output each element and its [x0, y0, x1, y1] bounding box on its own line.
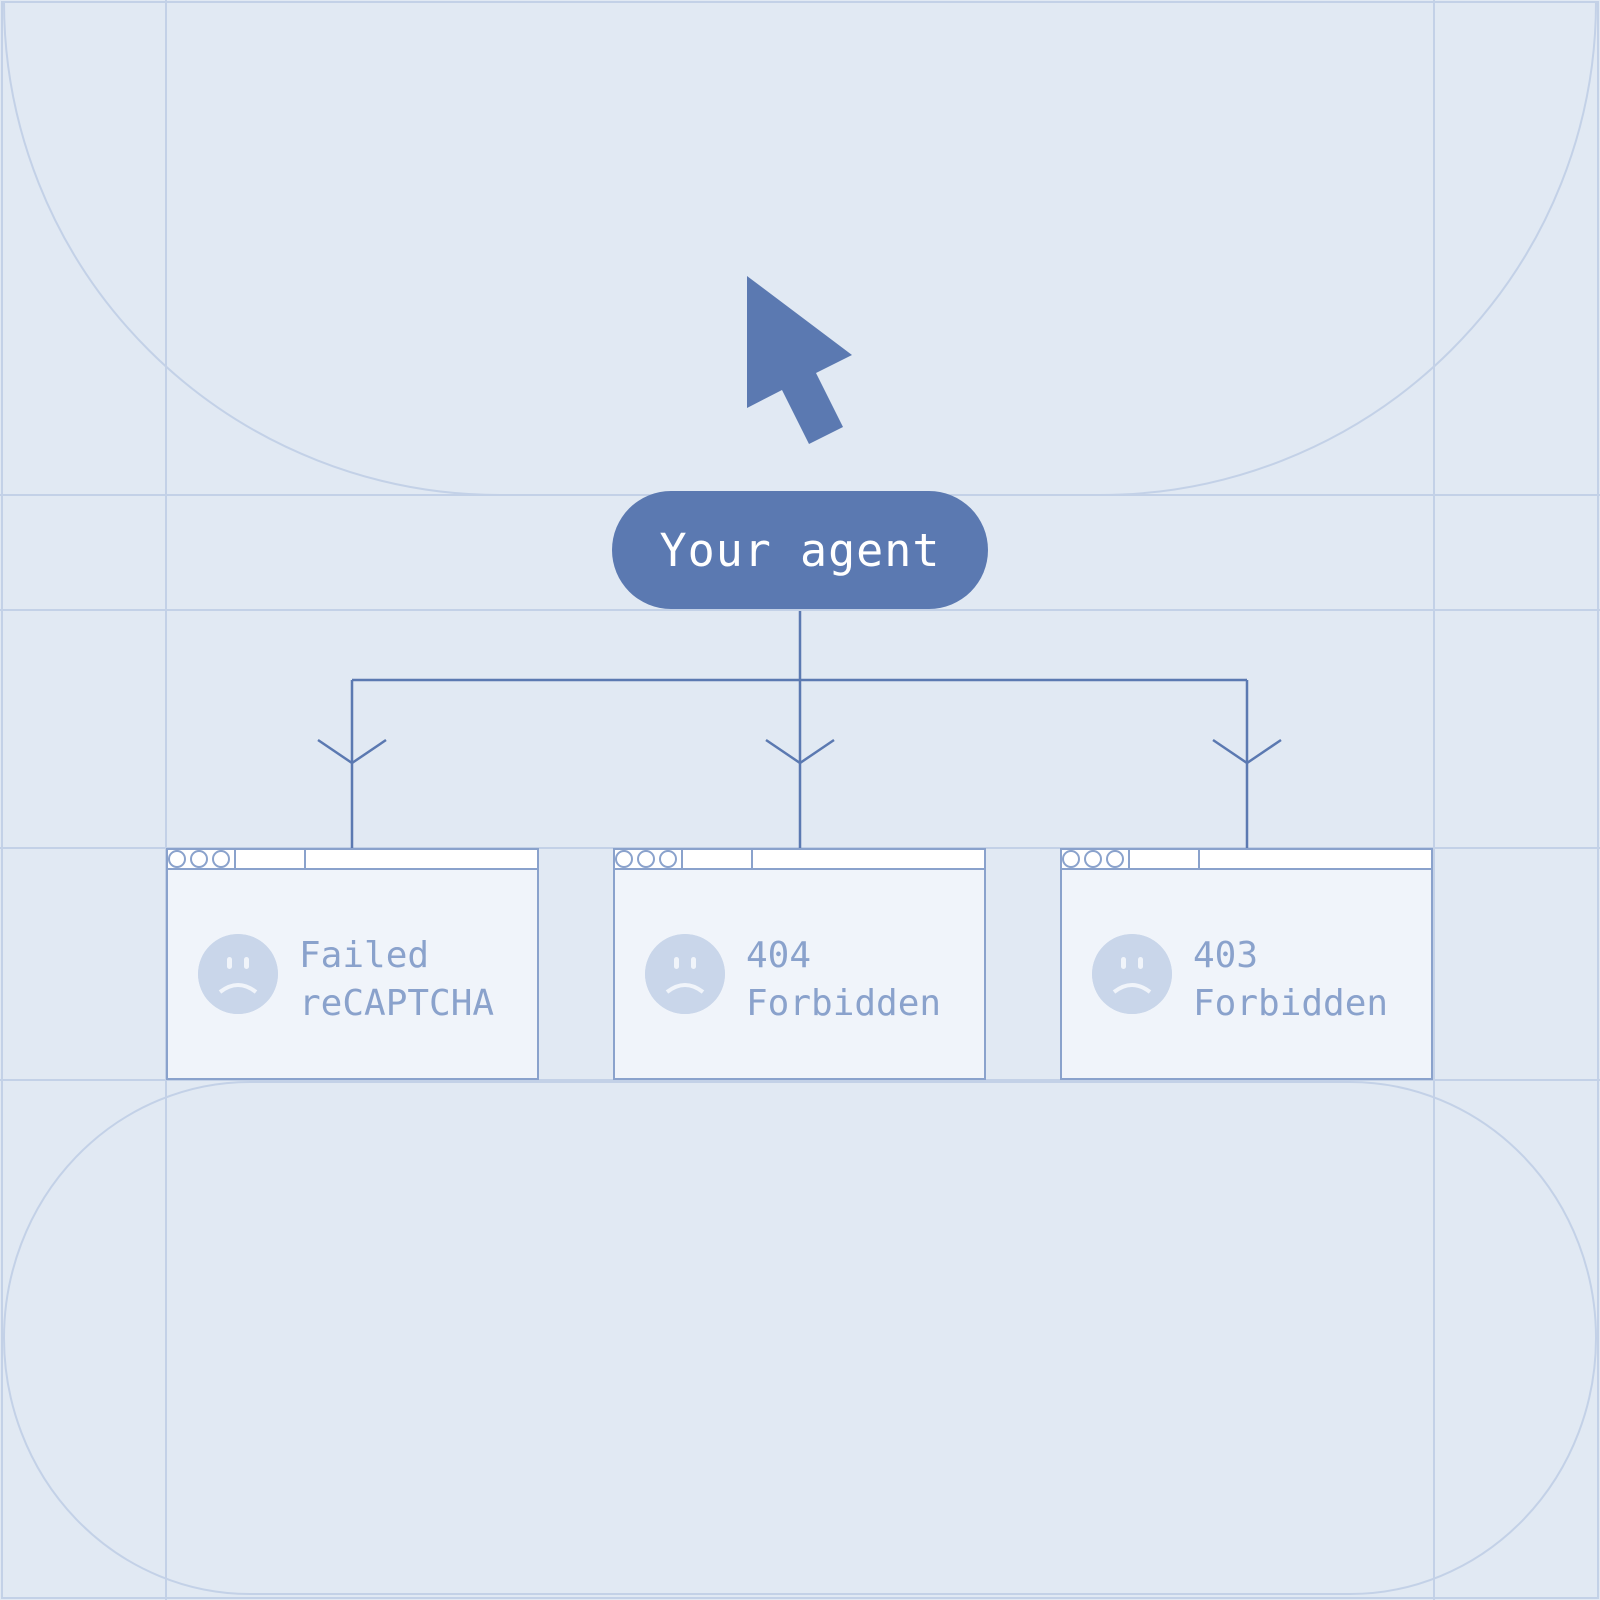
window-control-icon	[637, 850, 655, 868]
error-message: Failed reCAPTCHA	[299, 932, 494, 1028]
window-control-icon	[1062, 850, 1080, 868]
agent-label: Your agent	[659, 523, 941, 577]
tab-divider	[304, 850, 306, 870]
error-line-1: 404	[746, 935, 812, 976]
sad-face-icon	[1092, 934, 1172, 1014]
window-titlebar	[615, 850, 984, 870]
error-line-2: Forbidden	[746, 983, 942, 1024]
sad-face-icon	[198, 934, 278, 1014]
agent-node: Your agent	[612, 491, 988, 609]
window-control-icon	[190, 850, 208, 868]
window-control-icon	[1106, 850, 1124, 868]
tab-divider	[1128, 850, 1130, 870]
window-control-icon	[659, 850, 677, 868]
error-line-1: 403	[1193, 935, 1259, 976]
arrowhead-left	[317, 738, 387, 765]
error-line-2: Forbidden	[1193, 983, 1389, 1024]
error-line-1: Failed	[299, 935, 430, 976]
tab-divider	[234, 850, 236, 870]
window-titlebar	[1062, 850, 1431, 870]
error-line-2: reCAPTCHA	[299, 983, 495, 1024]
tab-divider	[751, 850, 753, 870]
window-control-icon	[1084, 850, 1102, 868]
arrowhead-right	[1212, 738, 1282, 765]
window-control-icon	[168, 850, 186, 868]
window-control-icon	[212, 850, 230, 868]
browser-window-recaptcha: Failed reCAPTCHA	[166, 848, 539, 1080]
window-control-icon	[615, 850, 633, 868]
tab-divider	[1198, 850, 1200, 870]
arrowhead-center	[765, 738, 835, 765]
tab-divider	[681, 850, 683, 870]
window-titlebar	[168, 850, 537, 870]
sad-face-icon	[645, 934, 725, 1014]
bottom-rounded-shape	[2, 1081, 1598, 1595]
